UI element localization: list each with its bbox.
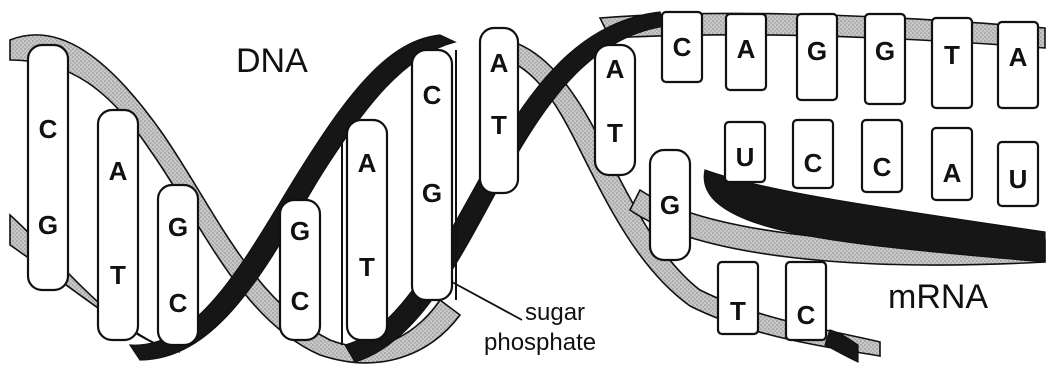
lower-base-letter: T bbox=[730, 296, 746, 326]
base-letter: T bbox=[110, 260, 126, 290]
base-letter: A bbox=[606, 54, 625, 84]
base-pill bbox=[158, 185, 198, 345]
mrna-label: mRNA bbox=[888, 278, 988, 316]
template-base-letter: A bbox=[737, 34, 756, 64]
template-base-letter: G bbox=[875, 36, 895, 66]
base-letter: G bbox=[660, 190, 680, 220]
sugar-phosphate-pointer bbox=[452, 282, 522, 320]
template-base-letter: A bbox=[1009, 42, 1028, 72]
base-pill bbox=[28, 45, 68, 290]
dna-pair-column-4: G C bbox=[280, 200, 320, 340]
dna-pair-column-7: A T bbox=[480, 28, 518, 193]
base-letter: T bbox=[359, 252, 375, 282]
dna-lower-strand-tail bbox=[825, 330, 858, 362]
base-letter: A bbox=[109, 156, 128, 186]
sugar-label: sugar bbox=[525, 299, 585, 326]
dna-pair-column-8: A T bbox=[595, 45, 635, 175]
template-base-letter: G bbox=[807, 36, 827, 66]
mrna-base-letter: C bbox=[804, 148, 823, 178]
dna-pair-column-5: A T bbox=[347, 120, 387, 340]
dna-label: DNA bbox=[236, 42, 308, 80]
template-base-letter: C bbox=[673, 32, 692, 62]
base-letter: A bbox=[358, 148, 377, 178]
base-letter: C bbox=[39, 114, 58, 144]
base-letter: T bbox=[607, 118, 623, 148]
dna-pair-column-6: C G bbox=[412, 50, 452, 300]
base-letter: G bbox=[168, 212, 188, 242]
lower-base-letter: C bbox=[797, 300, 816, 330]
mrna-base-letter: C bbox=[873, 152, 892, 182]
dna-pair-column-9: G bbox=[650, 150, 690, 260]
base-pill bbox=[98, 110, 138, 340]
base-letter: G bbox=[290, 216, 310, 246]
base-letter: G bbox=[38, 210, 58, 240]
base-letter: C bbox=[291, 286, 310, 316]
dna-pair-column-2: A T bbox=[98, 110, 138, 340]
base-letter: C bbox=[423, 80, 442, 110]
template-base-letter: T bbox=[944, 40, 960, 70]
base-letter: A bbox=[490, 48, 509, 78]
phosphate-label: phosphate bbox=[484, 329, 596, 356]
mrna-base-letter: A bbox=[943, 158, 962, 188]
mrna-base-letter: U bbox=[736, 142, 755, 172]
dna-pair-column-3: G C bbox=[158, 185, 198, 345]
mrna-base-letter: U bbox=[1009, 164, 1028, 194]
dna-pair-column-1: C G bbox=[28, 45, 68, 290]
base-letter: G bbox=[422, 178, 442, 208]
base-letter: T bbox=[491, 110, 507, 140]
base-letter: C bbox=[169, 288, 188, 318]
